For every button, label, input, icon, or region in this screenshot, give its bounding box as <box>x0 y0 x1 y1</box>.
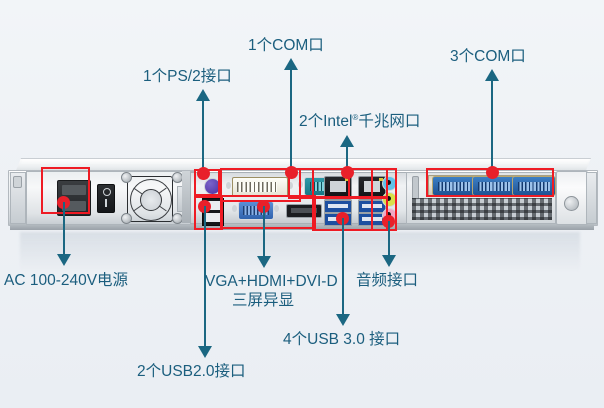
callout-display-label-line2: 三屏异显 <box>231 292 294 309</box>
callout-com1-dot <box>285 166 298 179</box>
callout-com3-label: 3个COM口 <box>450 48 526 65</box>
callout-lan-dot <box>341 166 354 179</box>
callout-ps2-line <box>202 101 204 173</box>
callout-audio-label: 音频接口 <box>356 272 419 289</box>
callout-ps2-label: 1个PS/2接口 <box>143 68 232 85</box>
psu-fan-ring <box>130 179 172 221</box>
callout-power-line <box>62 202 65 256</box>
psu-fan-hub <box>140 189 162 211</box>
callout-power-label: AC 100-240V电源 <box>4 272 129 289</box>
callout-lan-arrowhead <box>340 135 354 147</box>
audio-jack-line-out <box>382 192 397 207</box>
callout-ps2-dot <box>197 167 210 180</box>
callout-com1-arrowhead <box>284 58 298 70</box>
expansion-latch <box>412 176 419 200</box>
chassis-left-ear-slot <box>13 176 22 188</box>
highlight-usb3 <box>312 196 388 231</box>
callout-ps2-arrowhead <box>196 89 210 101</box>
callout-lan-line <box>346 147 348 173</box>
callout-lan-label: 2个Intel®千兆网口 <box>299 113 420 131</box>
highlight-display-group-lower <box>220 195 316 229</box>
callout-display-line <box>262 206 265 258</box>
callout-com3-dot <box>486 166 499 179</box>
callout-com1-label: 1个COM口 <box>248 37 324 54</box>
callout-audio-arrowhead <box>381 255 396 267</box>
callout-com3-line <box>491 81 493 173</box>
ventilation-grille <box>412 198 552 220</box>
chassis-reflection <box>20 232 580 272</box>
callout-com3-arrowhead <box>485 69 499 81</box>
callout-usb3-label: 4个USB 3.0 接口 <box>283 331 401 348</box>
chassis-base <box>10 222 594 230</box>
vga-screw-right <box>274 205 279 212</box>
callout-usb3-arrowhead <box>335 314 350 326</box>
callout-display-arrowhead <box>256 256 271 268</box>
dvi-screw-left <box>226 182 231 189</box>
dvi-screw-right <box>288 182 293 189</box>
chassis-right-ear <box>586 172 597 224</box>
callout-lan-text-post: 千兆网口 <box>358 113 421 131</box>
psu-fan <box>127 176 173 222</box>
screw-3 <box>121 213 132 224</box>
power-switch <box>97 184 115 213</box>
callout-lan-registered-icon: ® <box>352 113 359 122</box>
highlight-power-inlet <box>41 167 90 214</box>
screw-1 <box>121 172 132 183</box>
callout-usb2-label: 2个USB2.0接口 <box>137 363 246 380</box>
highlight-usb2 <box>194 196 223 230</box>
chassis-top-highlight <box>20 159 590 164</box>
callout-lan-text-pre: 2个Intel <box>299 113 353 131</box>
callout-display-label-line1: VGA+HDMI+DVI-D <box>205 273 338 290</box>
callout-com1-line <box>290 70 292 173</box>
vga-screw-left <box>232 205 237 212</box>
highlight-audio <box>371 168 397 231</box>
callout-power-arrowhead <box>56 254 71 266</box>
audio-jack-line-in <box>382 176 397 191</box>
psu-blank-screw <box>564 196 579 211</box>
callout-usb3-line <box>341 218 344 316</box>
callout-usb2-line <box>203 206 206 348</box>
callout-audio-line <box>387 221 390 257</box>
chassis-divider <box>182 171 190 223</box>
callout-usb2-arrowhead <box>197 346 212 358</box>
